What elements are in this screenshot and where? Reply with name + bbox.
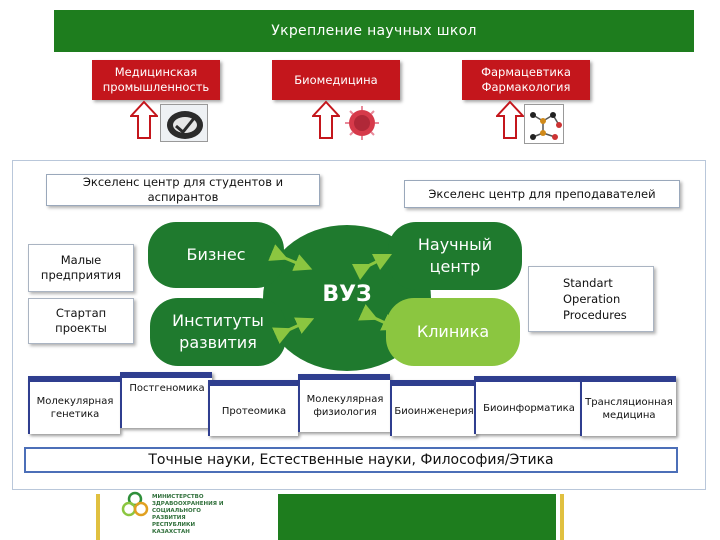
clinic-node: Клиника [386,298,520,366]
box-label: Стартап проекты [55,306,107,335]
discipline-label: Молекулярная физиология [306,394,384,418]
ministry-emblem-icon [121,491,149,517]
node-label: Бизнес [186,245,246,264]
discipline-box: Протеомика [208,380,298,436]
molecule-image [524,104,564,144]
discipline-label: Биоинформатика [483,402,575,414]
ministry-logo: МИНИСТЕРСТВО ЗДРАВООХРАНЕНИЯ И СОЦИАЛЬНО… [116,488,228,538]
title-banner: Укрепление научных школ [54,10,694,52]
discipline-label: Молекулярная генетика [36,396,114,420]
institutes-node: Институты развития [150,298,286,366]
startup-projects-box: Стартап проекты [28,298,134,344]
node-label: Институты развития [172,311,264,352]
sop-label: Standart Operation Procedures [563,276,627,322]
foundation-bar: Точные науки, Естественные науки, Филосо… [24,447,678,473]
discipline-box: Биоинженерия [390,380,476,436]
small-enterprises-box: Малые предприятия [28,244,134,292]
center-label: Экселенс центр для преподавателей [428,186,656,201]
discipline-box: Молекулярная физиология [298,374,390,432]
box-label: Малые предприятия [40,253,122,282]
discipline-label: Протеомика [221,405,287,417]
excellence-center-students: Экселенс центр для студентов и аспиранто… [46,174,320,206]
category-medical-industry: Медицинская промышленность [92,60,220,100]
business-node: Бизнес [148,222,284,288]
title-text: Укрепление научных школ [271,23,477,39]
category-pharmacy: Фармацевтика Фармакология [462,60,590,100]
science-center-node: Научный центр [388,222,522,290]
discipline-box: Трансляционная медицина [580,376,676,436]
discipline-label: Трансляционная медицина [585,397,673,421]
discipline-label: Постгеномика [129,383,205,394]
foundation-label: Точные науки, Естественные науки, Филосо… [148,452,554,468]
discipline-box: Постгеномика [120,372,212,428]
medical-device-image [160,104,208,142]
category-label: Фармацевтика Фармакология [481,65,571,94]
ministry-logo-text: МИНИСТЕРСТВО ЗДРАВООХРАНЕНИЯ И СОЦИАЛЬНО… [152,494,224,535]
center-label: Экселенс центр для студентов и аспиранто… [82,175,284,204]
discipline-box: Биоинформатика [474,376,582,434]
discipline-box: Молекулярная генетика [28,376,120,434]
up-arrow-icon [130,100,158,139]
category-label: Биомедицина [294,72,378,87]
footer-green-block [278,494,556,540]
university-label: ВУЗ [322,282,372,307]
up-arrow-icon [312,100,340,139]
category-label: Медицинская промышленность [102,65,210,94]
node-label: Научный центр [417,235,493,276]
main-frame [12,160,706,490]
node-label: Клиника [416,322,490,341]
footer-divider [96,494,100,540]
up-arrow-icon [496,100,524,139]
discipline-label: Биоинженерия [394,405,474,417]
excellence-center-teachers: Экселенс центр для преподавателей [404,180,680,208]
sop-box: Standart Operation Procedures [528,266,654,332]
footer-divider [560,494,564,540]
virus-image [342,104,382,142]
category-biomedicine: Биомедицина [272,60,400,100]
